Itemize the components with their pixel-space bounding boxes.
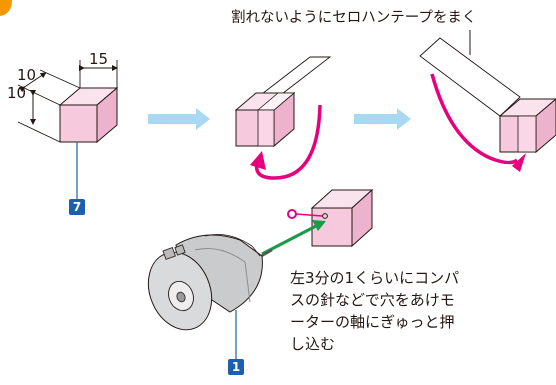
block-front-face (59, 104, 98, 143)
corner-tab (0, 0, 12, 16)
block-with-tape-1 (234, 56, 332, 180)
tape-strip-2 (419, 37, 521, 117)
step-arrow-1 (148, 108, 210, 130)
dim-line-10-top (18, 72, 47, 93)
tape-band-2 (517, 115, 537, 153)
motor (147, 233, 273, 360)
rotate-arrow-icon (254, 104, 322, 180)
hole-icon (322, 213, 328, 219)
block-side-face (96, 86, 118, 144)
block-with-dimensions (17, 60, 119, 200)
tape-strip-1 (256, 56, 332, 98)
dimension-10-top-label: 10 (17, 66, 37, 84)
motor-instruction: 左3分の1くらいにコンパスの針などで穴をあけモーターの軸にぎゅっと押し込む (290, 269, 460, 353)
block-with-tape-2 (419, 37, 556, 172)
dimension-15-label: 15 (89, 50, 109, 68)
tape-instruction: 割れないようにセロハンテープをまく (231, 10, 477, 26)
tape-band-1 (257, 109, 275, 147)
part-badge-motor: 1 (228, 359, 244, 375)
rotate-arrow-icon (430, 73, 519, 165)
part-badge-block: 7 (69, 199, 85, 215)
hole-marker-icon (287, 209, 297, 219)
small-block-with-hole (310, 188, 374, 248)
step-arrow-2 (354, 108, 411, 130)
dimension-10-side-label: 10 (7, 84, 27, 102)
